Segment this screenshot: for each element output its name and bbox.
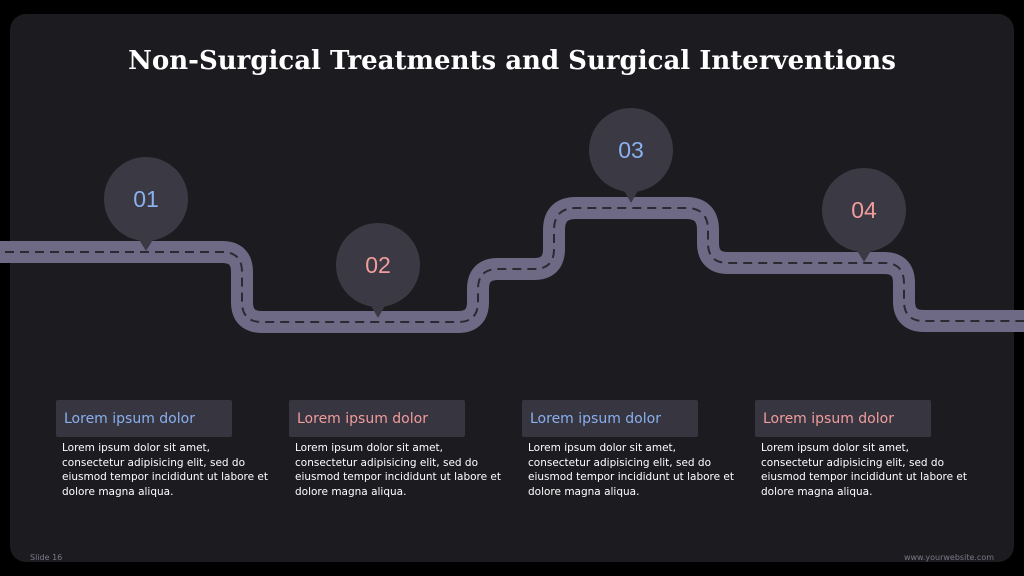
website-url: www.yourwebsite.com (903, 553, 994, 562)
marker-pin-01 (104, 157, 188, 251)
marker-number-01: 01 (133, 186, 159, 212)
slide-number: Slide 16 (30, 553, 63, 562)
step-heading-01: Lorem ipsum dolor (56, 400, 232, 437)
step-heading-03: Lorem ipsum dolor (522, 400, 698, 437)
step-body-03: Lorem ipsum dolor sit amet, consectetur … (528, 442, 734, 498)
road-path (0, 197, 1024, 333)
marker-number-03: 03 (618, 137, 644, 163)
marker-pin-04 (822, 168, 906, 262)
marker-pin-03 (589, 108, 673, 203)
step-heading-04: Lorem ipsum dolor (755, 400, 931, 437)
step-body-01: Lorem ipsum dolor sit amet, consectetur … (62, 442, 268, 498)
marker-pin-02 (336, 223, 420, 318)
step-heading-02: Lorem ipsum dolor (289, 400, 465, 437)
marker-number-04: 04 (851, 197, 877, 223)
slide-title: Non-Surgical Treatments and Surgical Int… (128, 46, 896, 76)
marker-number-02: 02 (365, 252, 391, 278)
slide (10, 14, 1014, 562)
step-body-04: Lorem ipsum dolor sit amet, consectetur … (761, 442, 967, 498)
road-center-dash (0, 207, 1024, 323)
step-body-02: Lorem ipsum dolor sit amet, consectetur … (295, 442, 501, 498)
